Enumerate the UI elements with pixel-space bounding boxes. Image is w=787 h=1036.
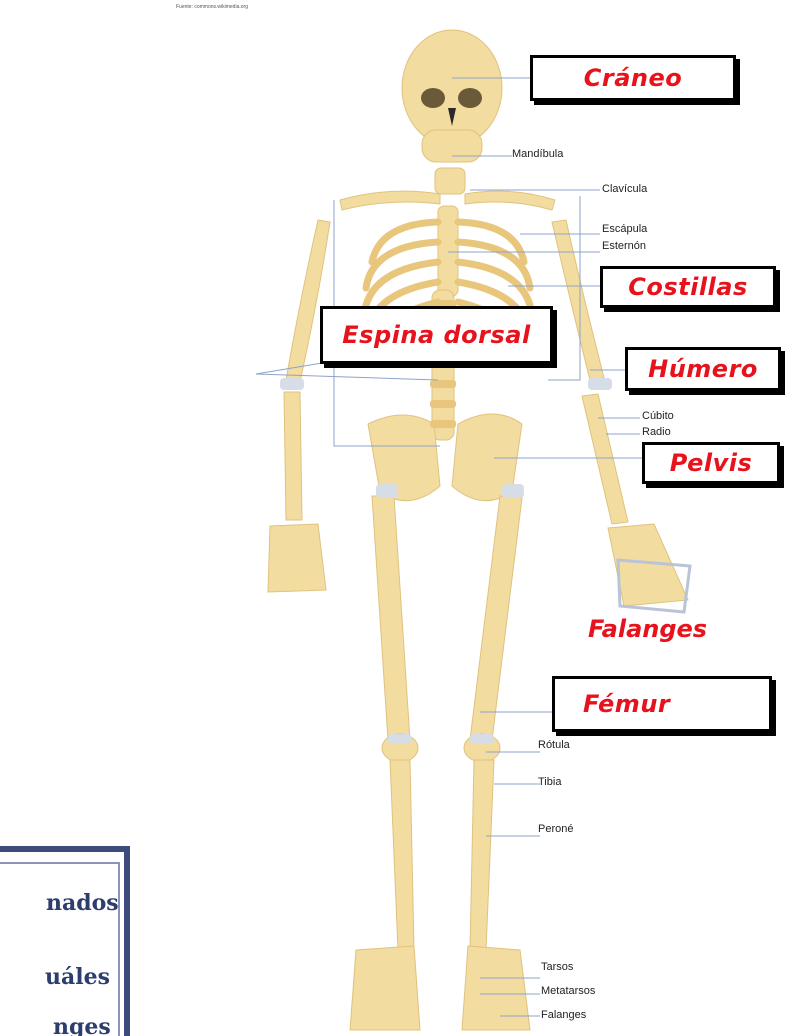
text-box-line-3: nges xyxy=(53,1014,111,1036)
label-craneo-text: Cráneo xyxy=(533,64,733,92)
label-metatarsos: Metatarsos xyxy=(541,985,595,997)
label-costillas: Costillas xyxy=(600,266,776,308)
tibia-left xyxy=(390,760,414,950)
skull-bone xyxy=(402,30,502,146)
label-escapula: Escápula xyxy=(602,223,647,235)
label-craneo: Cráneo xyxy=(530,55,736,101)
label-clavicula: Clavícula xyxy=(602,183,647,195)
label-femur: Fémur xyxy=(552,676,772,732)
label-perone: Peroné xyxy=(538,823,573,835)
label-mandibula: Mandíbula xyxy=(512,148,563,160)
forearm-left xyxy=(284,392,302,520)
label-espina: Espina dorsal xyxy=(320,306,553,364)
jaw-bone xyxy=(422,130,482,162)
forearm-right xyxy=(582,394,628,524)
text-box-line-1: nados xyxy=(46,890,119,916)
label-pelvis: Pelvis xyxy=(642,442,780,484)
label-rotula: Rótula xyxy=(538,739,570,751)
hand-left xyxy=(268,524,326,592)
clavicle-right xyxy=(465,191,555,210)
femur-left xyxy=(372,496,410,740)
tibia-right xyxy=(470,760,494,950)
foot-right xyxy=(462,946,530,1030)
label-falanges-small: Falanges xyxy=(541,1009,586,1021)
femur-right xyxy=(470,496,522,740)
neck-vertebrae xyxy=(435,168,465,194)
text-box-line-2: uáles xyxy=(45,964,110,990)
label-pelvis-text: Pelvis xyxy=(645,449,777,477)
label-espina-text: Espina dorsal xyxy=(323,321,550,349)
label-humero: Húmero xyxy=(625,347,781,391)
label-humero-text: Húmero xyxy=(628,355,778,383)
label-tarsos: Tarsos xyxy=(541,961,573,973)
text-box-inner-border xyxy=(0,862,120,1036)
label-esternon: Esternón xyxy=(602,240,646,252)
foot-left xyxy=(350,946,420,1030)
label-femur-text: Fémur xyxy=(583,690,769,718)
label-cubito: Cúbito xyxy=(642,410,674,422)
label-tibia: Tibia xyxy=(538,776,561,788)
label-costillas-text: Costillas xyxy=(603,273,773,301)
label-falanges: Falanges xyxy=(588,615,707,643)
label-radio: Radio xyxy=(642,426,671,438)
clavicle-left xyxy=(340,191,440,210)
text-box-fragment: nados uáles nges xyxy=(0,846,130,1036)
humerus-right xyxy=(552,220,604,380)
